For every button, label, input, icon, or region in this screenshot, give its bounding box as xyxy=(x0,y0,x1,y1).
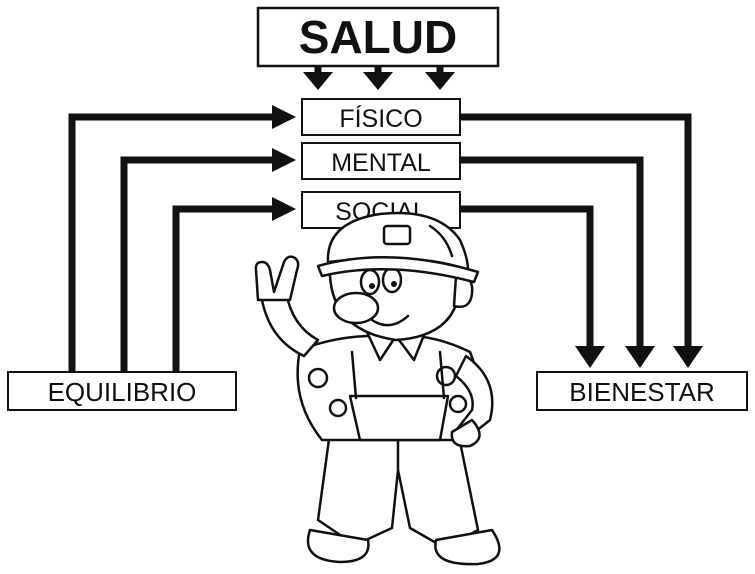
worker-left-shoe xyxy=(306,528,370,564)
dimension-fisico: FÍSICO xyxy=(301,98,461,136)
worker-overall-bib xyxy=(348,394,450,442)
shirt-pattern-1 xyxy=(307,367,329,389)
shirt-pattern-4 xyxy=(448,394,468,414)
worker-nose xyxy=(332,291,380,325)
worker-smile xyxy=(370,314,410,327)
worker-hip-hand xyxy=(450,418,481,448)
worker-raised-arm xyxy=(260,290,320,358)
worker-illustration xyxy=(254,211,501,566)
left-connectors xyxy=(68,105,296,372)
connector-equilibrio-social xyxy=(172,205,276,372)
salud-title: SALUD xyxy=(299,11,457,63)
arrowhead-social xyxy=(272,197,296,221)
worker-hat-brim xyxy=(316,256,480,284)
arrowhead-bienestar-3 xyxy=(673,346,703,368)
connector-equilibrio-mental xyxy=(120,156,276,372)
equilibrio-label: EQUILIBRIO xyxy=(48,377,197,407)
down-arrowhead-2 xyxy=(363,72,393,90)
arrowhead-bienestar-1 xyxy=(575,346,605,368)
worker-eye-left xyxy=(359,268,381,296)
worker-right-shoe xyxy=(434,528,501,566)
down-arrowhead-3 xyxy=(425,72,455,90)
dimension-mental: MENTAL xyxy=(301,142,461,180)
worker-hat-ridge xyxy=(428,224,454,258)
arrowhead-fisico xyxy=(272,105,296,129)
salud-title-box: SALUD xyxy=(256,6,500,68)
connector-equilibrio-fisico xyxy=(68,113,276,372)
worker-eye-right xyxy=(381,266,403,294)
down-arrowhead-1 xyxy=(303,72,333,90)
arrowhead-bienestar-2 xyxy=(625,346,655,368)
connector-mental-bienestar xyxy=(460,156,644,348)
bienestar-label: BIENESTAR xyxy=(569,377,714,407)
dimension-fisico-label: FÍSICO xyxy=(339,104,422,133)
worker-hat-badge xyxy=(382,224,412,246)
connector-social-bienestar xyxy=(460,205,594,348)
worker-pupil-left xyxy=(369,283,375,289)
connector-fisico-bienestar xyxy=(460,113,692,348)
equilibrio-box: EQUILIBRIO xyxy=(7,371,237,411)
bienestar-box: BIENESTAR xyxy=(536,371,748,411)
worker-pupil-right xyxy=(391,281,397,287)
shirt-pattern-2 xyxy=(328,398,348,418)
dimension-mental-label: MENTAL xyxy=(331,149,431,177)
worker-victory-hand xyxy=(254,255,300,302)
worker-suspenders xyxy=(350,350,446,400)
worker-overalls-legs xyxy=(316,430,480,550)
arrowhead-mental xyxy=(272,148,296,172)
right-connectors xyxy=(460,113,703,368)
salud-down-arrows xyxy=(303,66,455,90)
